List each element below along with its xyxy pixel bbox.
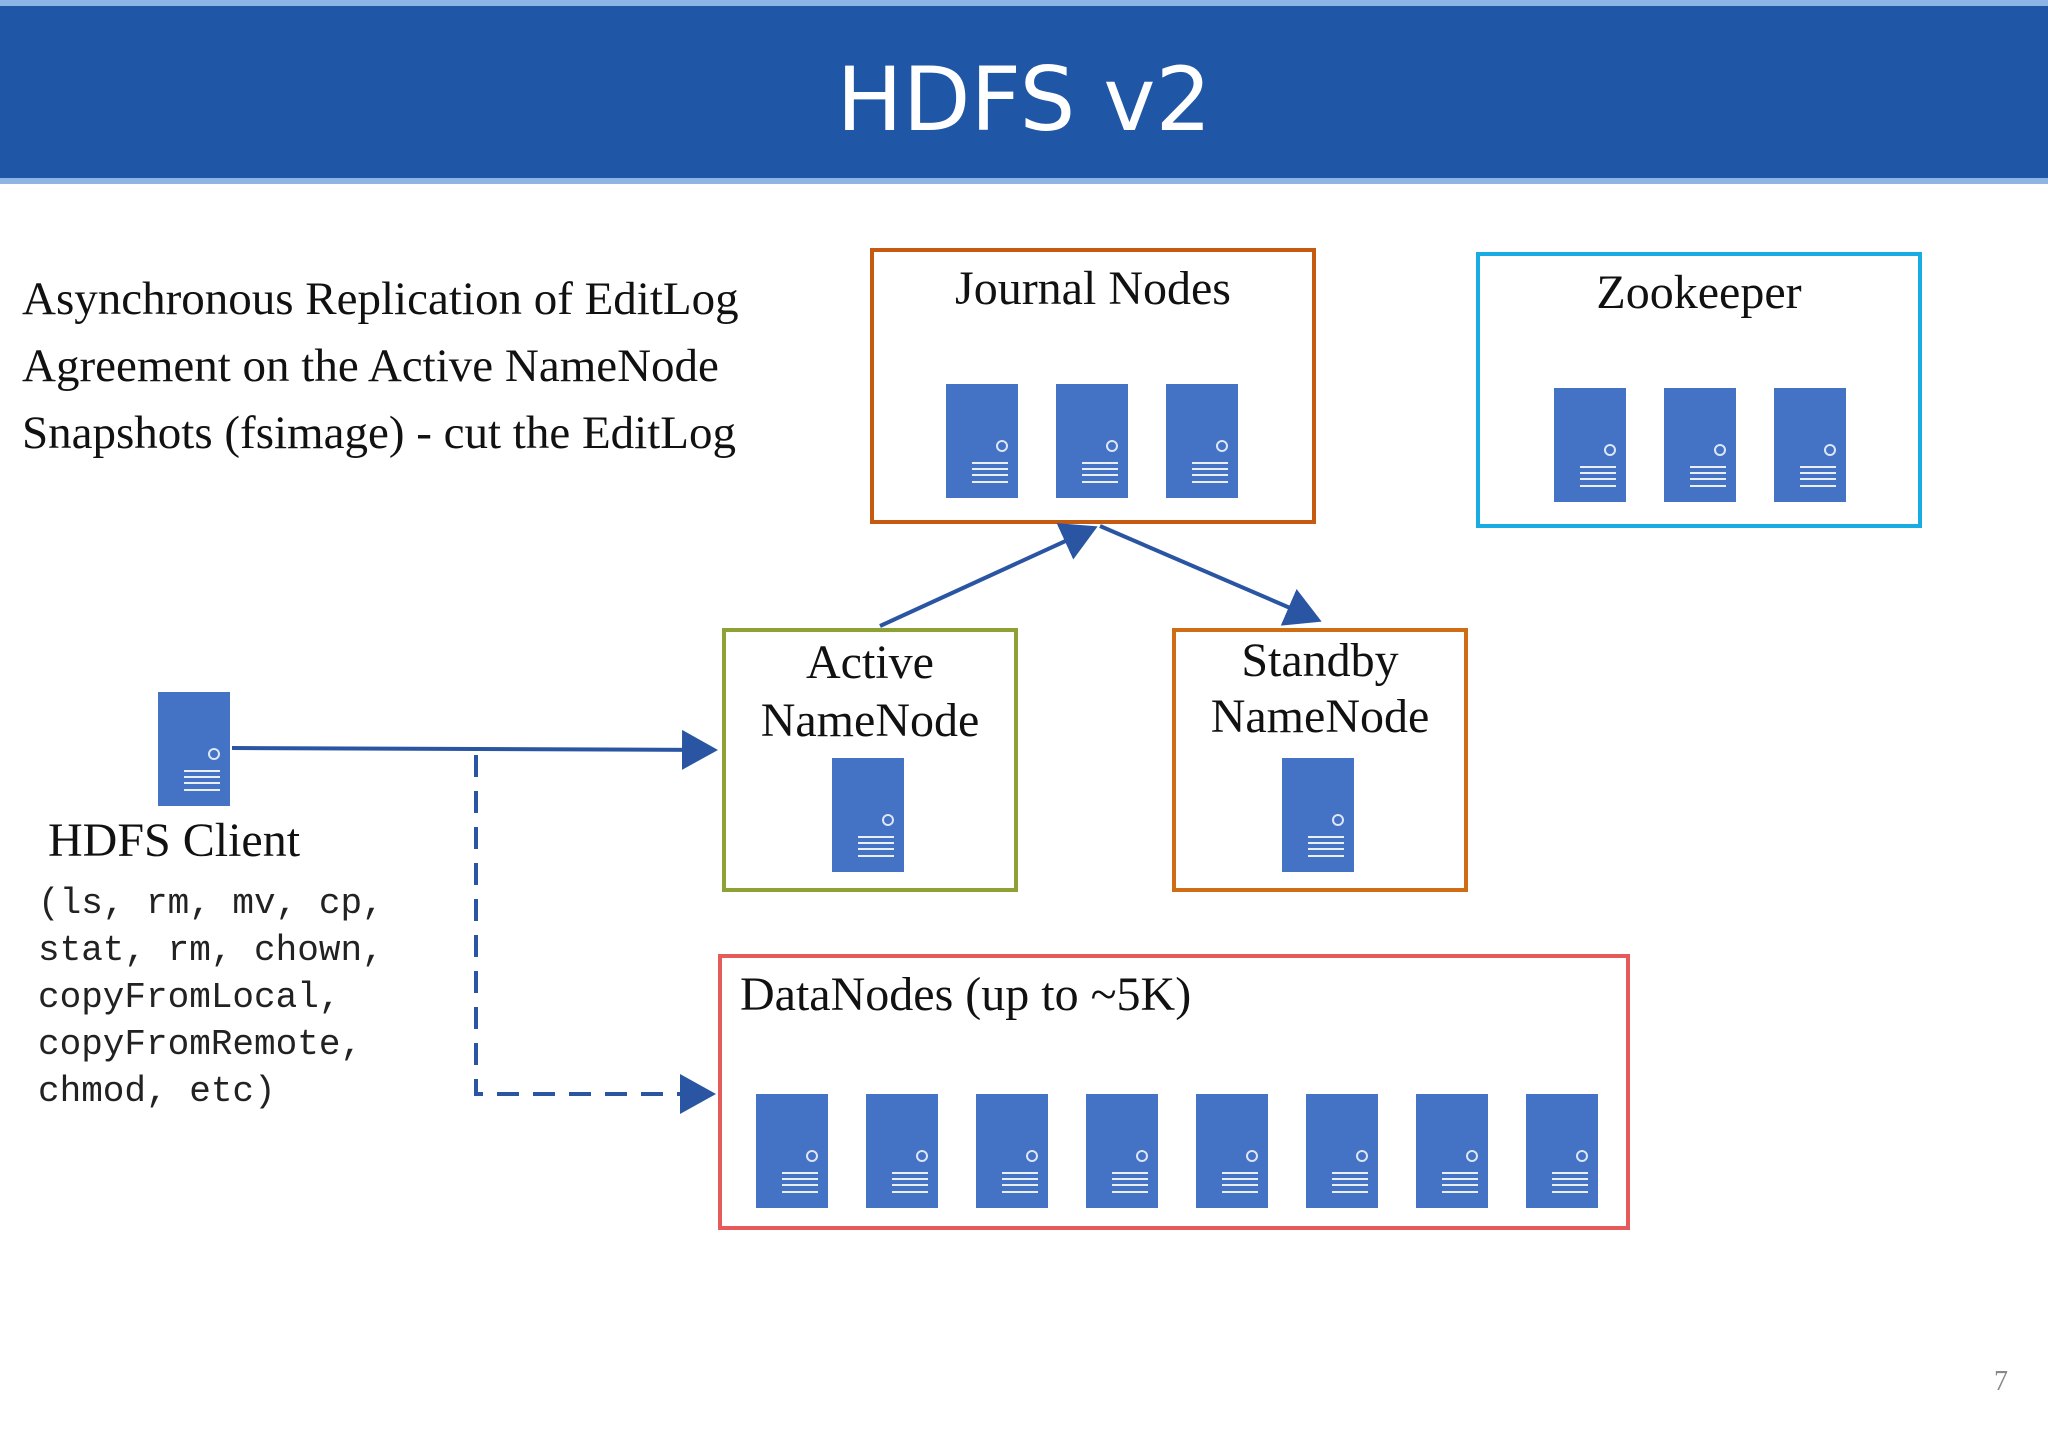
- datanode-server-icon: [866, 1094, 938, 1208]
- journal-server-icon: [946, 384, 1018, 498]
- journal-to-standby-arrow: [1099, 524, 1322, 626]
- datanode-server-icon: [976, 1094, 1048, 1208]
- summary-line-2: Agreement on the Active NameNode: [22, 340, 719, 392]
- client-label: HDFS Client: [48, 814, 301, 867]
- standby-namenode-server-icon: [1282, 758, 1354, 872]
- journal-server-icon: [1056, 384, 1128, 498]
- slide-title: HDFS v2: [836, 48, 1212, 151]
- client-server-icon: [158, 692, 230, 806]
- datanode-server-icon: [1196, 1094, 1268, 1208]
- standby-namenode-label-1: Standby: [1241, 634, 1399, 687]
- active-namenode-label-1: Active: [806, 636, 934, 689]
- datanode-server-icon: [1306, 1094, 1378, 1208]
- client-to-active-arrow: [231, 729, 718, 770]
- slide-header: HDFS v2: [0, 0, 2048, 184]
- datanode-server-icon: [756, 1094, 828, 1208]
- zookeeper-label: Zookeeper: [1596, 266, 1802, 319]
- zookeeper-server-icon: [1664, 388, 1736, 502]
- active-namenode-box: Active NameNode: [722, 628, 1018, 892]
- summary-lines: Asynchronous Replication of EditLog Agre…: [22, 266, 739, 467]
- journal-nodes-box: Journal Nodes: [870, 248, 1316, 524]
- active-namenode-server-icon: [832, 758, 904, 872]
- active-namenode-label-2: NameNode: [760, 694, 980, 747]
- journal-nodes-label: Journal Nodes: [955, 262, 1231, 315]
- journal-server-icon: [1166, 384, 1238, 498]
- standby-namenode-box: Standby NameNode: [1172, 628, 1468, 892]
- zookeeper-box: Zookeeper: [1476, 252, 1922, 528]
- page-number: 7: [1994, 1366, 2008, 1397]
- datanode-server-icon: [1526, 1094, 1598, 1208]
- summary-line-1: Asynchronous Replication of EditLog: [22, 273, 739, 325]
- datanodes-label: DataNodes (up to ~5K): [740, 968, 1192, 1021]
- client-to-datanodes-arrow: [474, 755, 716, 1114]
- summary-line-3: Snapshots (fsimage) - cut the EditLog: [22, 407, 736, 459]
- datanode-server-icon: [1086, 1094, 1158, 1208]
- datanodes-box: DataNodes (up to ~5K): [718, 954, 1630, 1230]
- active-to-journal-arrow: [879, 523, 1098, 628]
- standby-namenode-label-2: NameNode: [1210, 690, 1430, 743]
- client-commands: (ls, rm, mv, cp, stat, rm, chown, copyFr…: [38, 883, 384, 1112]
- datanode-server-icon: [1416, 1094, 1488, 1208]
- zookeeper-server-icon: [1554, 388, 1626, 502]
- zookeeper-server-icon: [1774, 388, 1846, 502]
